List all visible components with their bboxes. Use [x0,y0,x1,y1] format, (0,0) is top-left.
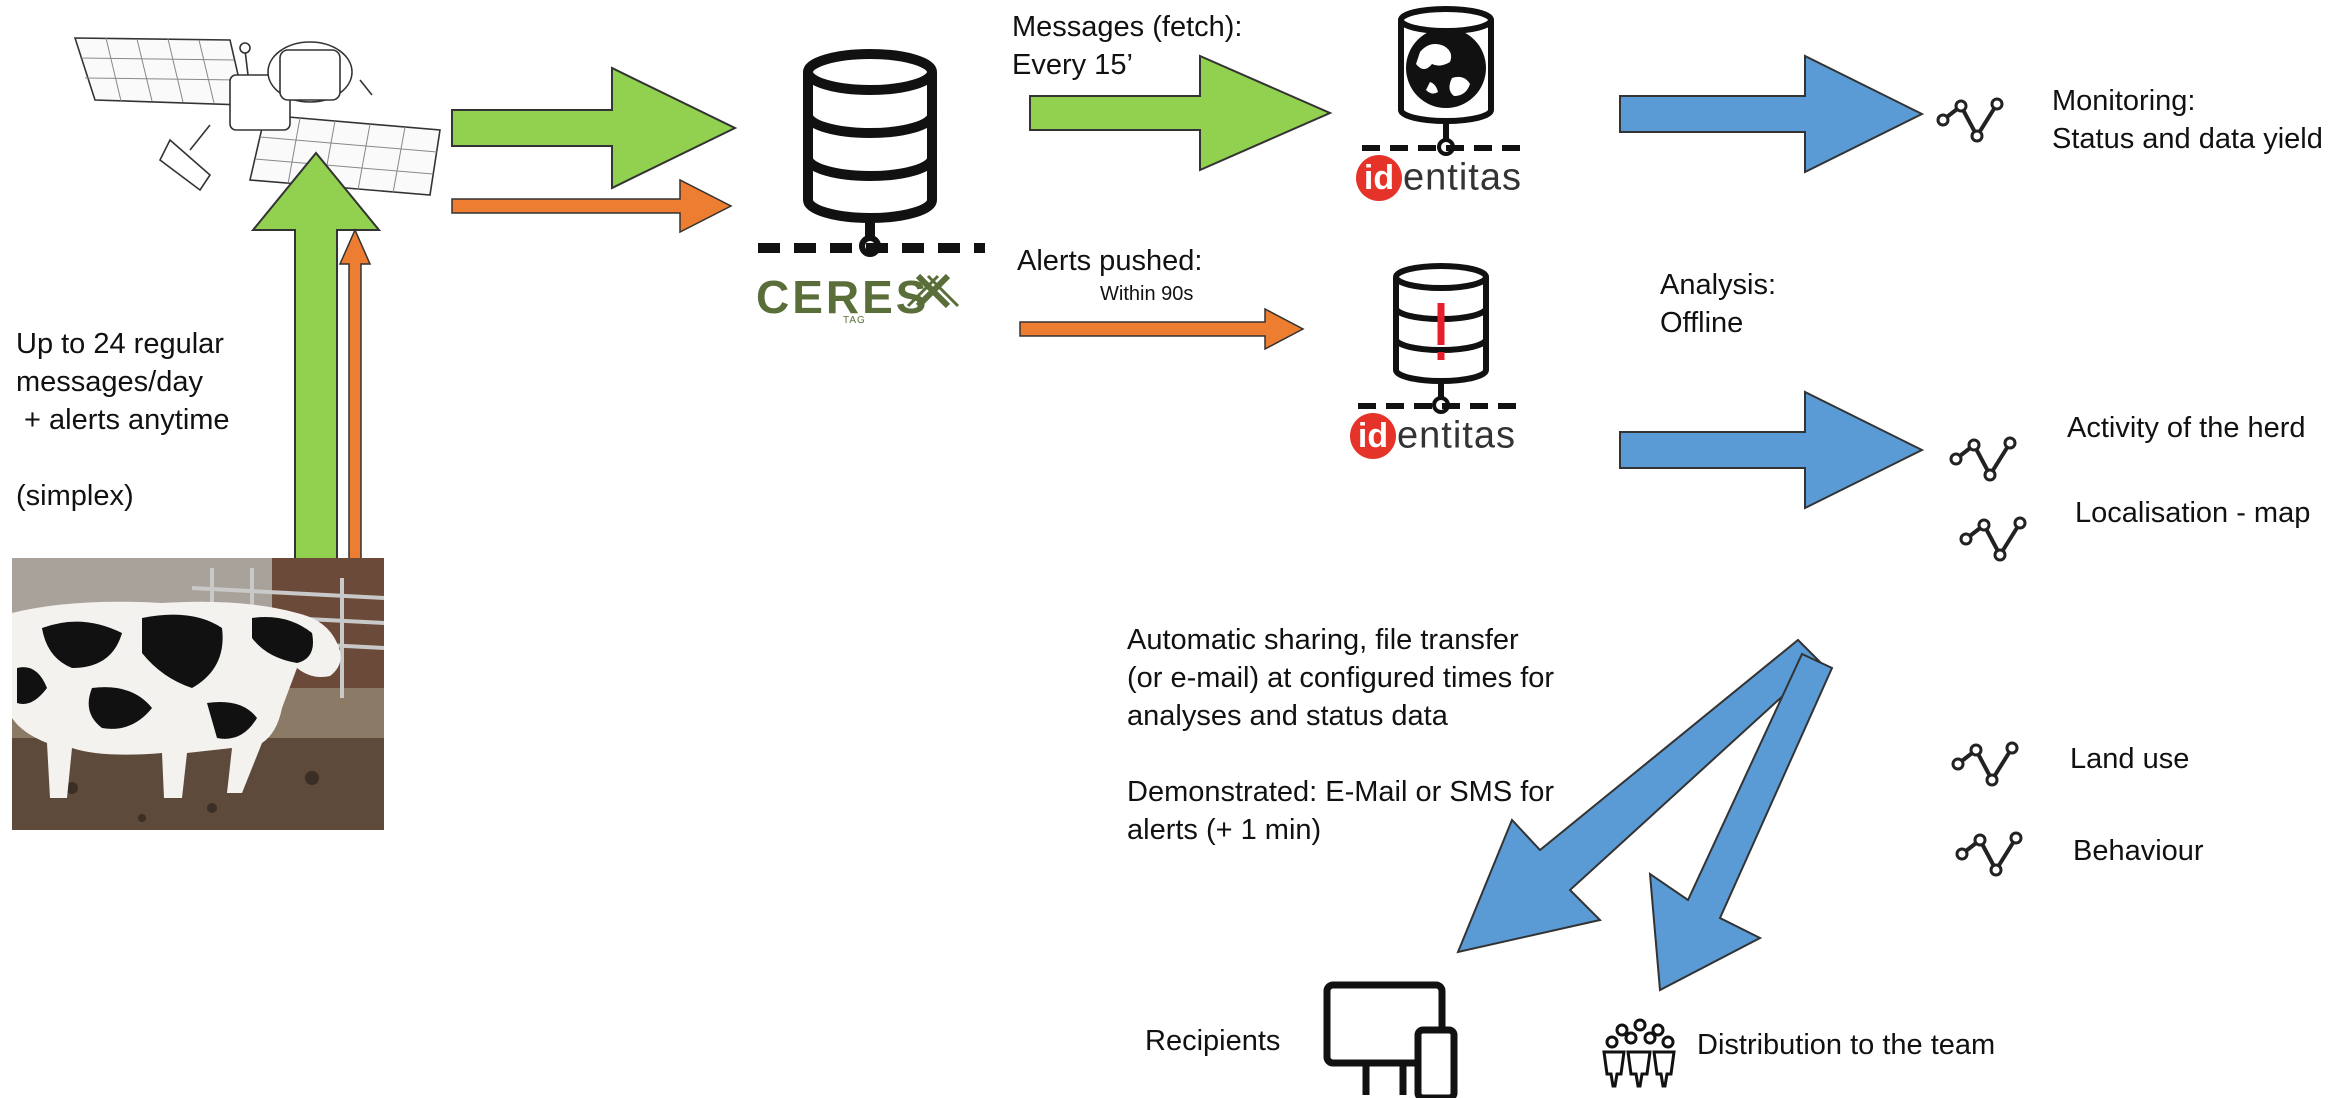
monitoring-blue-arrow [1619,54,1925,174]
analysis-blue-arrow [1619,390,1925,510]
identitas-logo-text: entitas [1403,156,1522,199]
land-use-label: Land use [2070,743,2190,775]
recipients-label: Recipients [1145,1025,1281,1057]
sat-to-ceres-orange-arrow [451,178,733,234]
uplink-description: Up to 24 regular messages/day + alerts a… [16,328,230,512]
ceres-tag-logo-mark [906,273,960,309]
ceres-to-identitas-orange-arrow [1019,307,1305,351]
ceres-tag-logo-text: CERES [756,271,930,323]
alert-database-icon [1358,263,1525,414]
satellite-icon [73,37,441,196]
sharing-blue-arrow-team [1648,652,1834,992]
team-distribution-label: Distribution to the team [1697,1029,1996,1061]
database-icon [758,49,985,257]
localisation-trend-icon [1959,516,2027,562]
identitas-logo-mark: id [1350,413,1396,459]
identitas-logo-mark: id [1356,155,1402,201]
analysis-label: Analysis: Offline [1660,269,1777,339]
behaviour-trend-icon [1955,831,2023,877]
land-use-trend-icon [1951,741,2019,787]
computer-phone-icon [1323,981,1458,1098]
monitoring-trend-icon [1936,97,2004,143]
monitoring-label: Monitoring: Status and data yield [2052,85,2323,155]
activity-trend-icon [1949,436,2017,482]
team-people-icon [1602,1018,1676,1088]
sat-to-ceres-green-arrow [451,66,738,190]
identitas-logo-text: entitas [1397,414,1516,457]
sharing-blue-arrow-recipients [1456,638,1822,954]
ceres-tag-logo-subtext: TAG [843,315,866,326]
uplink-orange-arrow [338,228,372,591]
behaviour-label: Behaviour [2073,835,2204,867]
activity-herd-label: Activity of the herd [2067,412,2306,444]
within-90s-label: Within 90s [1100,283,1194,305]
alerts-pushed-label: Alerts pushed: [1017,245,1203,277]
ceres-to-identitas-green-arrow [1029,54,1333,172]
localisation-map-label: Localisation - map [2075,497,2311,529]
globe-icon [1406,28,1486,108]
messages-fetch-label: Messages (fetch): Every 15’ [1012,11,1243,81]
cow-photo [12,558,384,830]
sharing-description: Automatic sharing, file transfer (or e-m… [1127,624,1555,846]
